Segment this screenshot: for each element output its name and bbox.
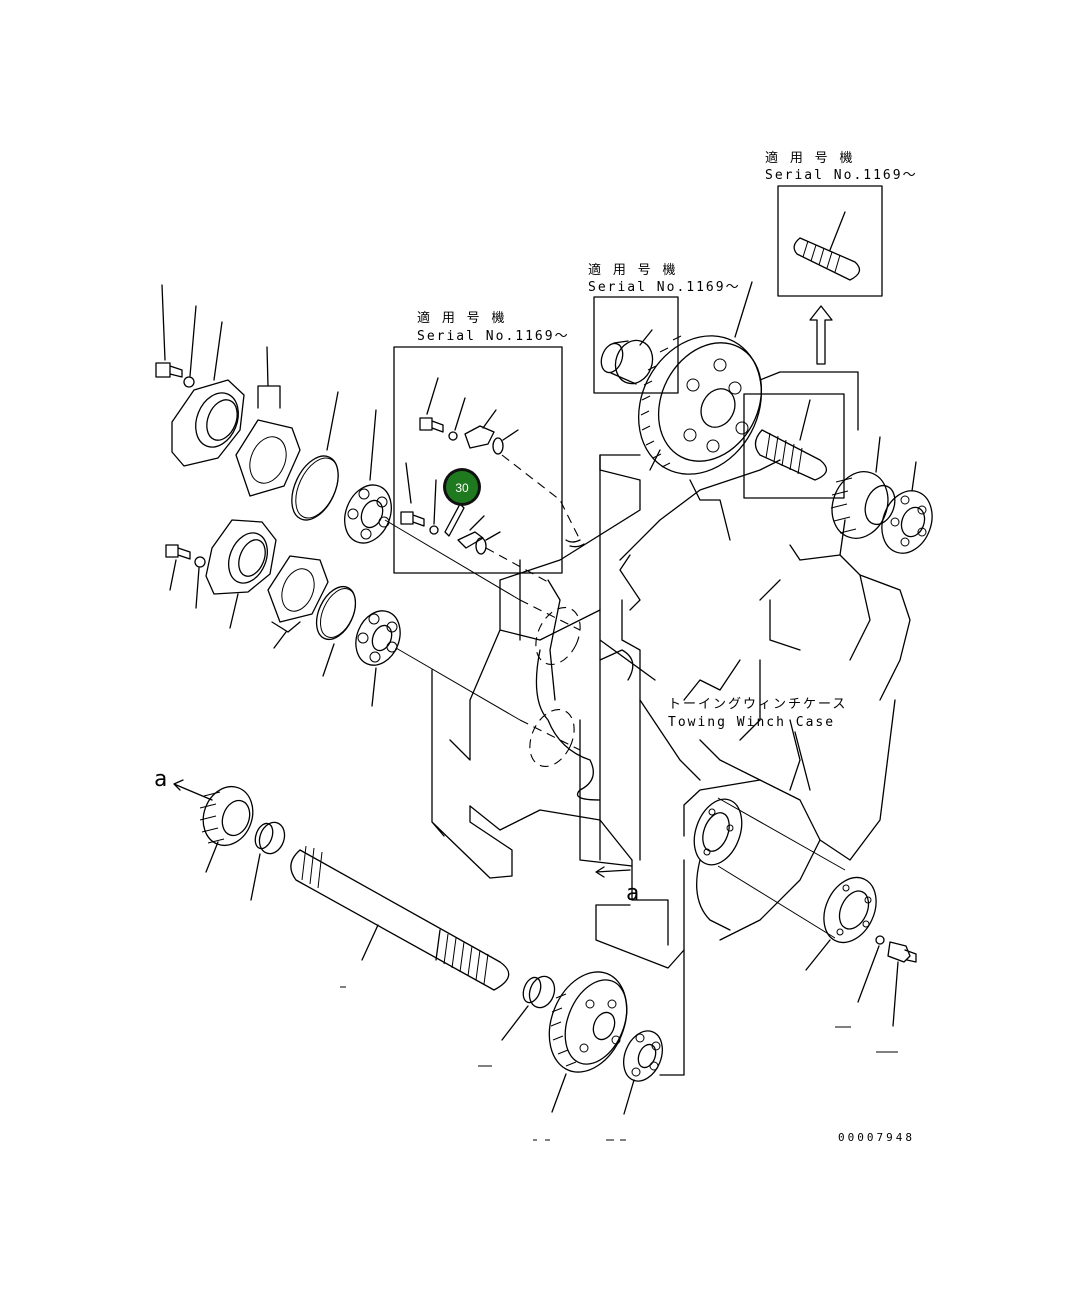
bottom-shaft-assembly: a [154,767,663,1141]
splined-shaft-small [793,211,861,281]
splined-shaft-right [754,399,827,481]
bearing-right [881,461,933,554]
shaft-frame [743,393,845,499]
note-applicable-label: 適 用 号 機 [417,310,506,326]
upper-left-parts [155,284,392,544]
reference-letter: a [626,881,639,906]
note-applicable-label: 適 用 号 機 [765,150,854,166]
serial-note-top-right: 適 用 号 機 Serial No.1169～ [765,150,918,297]
middle-left-parts [165,519,581,751]
arrow-left-icon [595,866,631,878]
case-leader-line [599,639,656,681]
serial-box-top-right [777,185,883,297]
gear-right [830,436,896,539]
note-serial-label: Serial No.1169～ [588,280,741,295]
case-leader-line [794,731,811,791]
serial-note-middle: 適 用 号 機 Serial No.1169～ [588,262,741,394]
large-gear-top [637,281,763,475]
drawing-number: 00007948 [838,1131,915,1144]
case-label-jp: トーイングウィンチケース [668,697,847,712]
serial-box-left [393,346,563,574]
arrow-left-icon [173,779,213,801]
callout-number: 30 [455,481,469,495]
note-applicable-label: 適 用 号 機 [588,262,677,278]
arrow-up-icon [809,305,833,365]
winch-case-body [431,449,911,1076]
serial-box-middle [593,296,679,394]
side-plate [693,797,917,1053]
bracket-line [759,371,859,431]
case-label-en: Towing Winch Case [668,715,835,730]
box-small-parts [400,377,585,583]
serial-note-left: 適 用 号 機 Serial No.1169～ [393,310,570,574]
bushing-middle [600,329,654,385]
callout-badge-fill [446,471,478,503]
callout-badge[interactable]: 30 [443,468,481,506]
case-label: トーイングウィンチケース Towing Winch Case [599,639,847,791]
note-serial-label: Serial No.1169～ [765,168,918,183]
reference-letter: a [154,767,167,792]
note-serial-label: Serial No.1169～ [417,329,570,344]
